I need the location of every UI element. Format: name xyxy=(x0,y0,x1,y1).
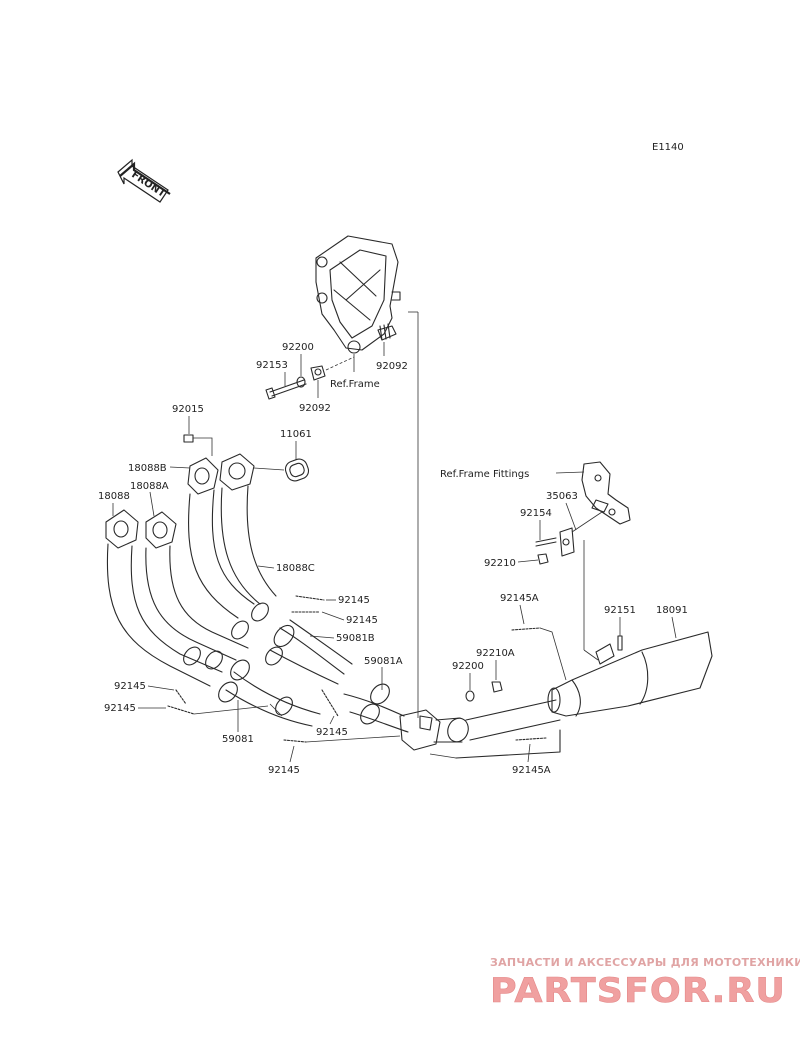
label-92200-top: 92200 xyxy=(282,342,314,353)
pipe-ends xyxy=(183,602,269,670)
bolt-92151 xyxy=(617,635,623,651)
watermark-logo: PARTSFOR.RU xyxy=(490,971,786,1011)
header-pipe-18088B xyxy=(188,489,255,619)
label-18088: 18088 xyxy=(98,491,130,502)
bracket-35063 xyxy=(559,527,575,557)
label-92151: 92151 xyxy=(604,605,636,616)
label-11061: 11061 xyxy=(280,429,312,440)
label-59081B: 59081B xyxy=(336,633,375,644)
joint-body xyxy=(399,709,469,751)
header-flange-18088C-top xyxy=(219,453,255,491)
collector-59081A xyxy=(343,683,409,733)
label-92092-a: 92092 xyxy=(376,361,408,372)
header-pipe-18088 xyxy=(106,543,223,687)
frame-fittings-bracket xyxy=(581,461,631,525)
label-92210: 92210 xyxy=(484,558,516,569)
frame-bracket xyxy=(315,235,401,354)
header-flange-18088 xyxy=(105,509,139,549)
header-flange-18088A xyxy=(145,511,177,549)
watermark-tagline: ЗАПЧАСТИ И АКСЕССУАРЫ ДЛЯ МОТОТЕХНИКИ xyxy=(490,956,800,969)
washer-92200-mid xyxy=(465,690,475,702)
label-92092-b: 92092 xyxy=(299,403,331,414)
label-92210A: 92210A xyxy=(476,648,515,659)
collector-59081B xyxy=(265,619,353,685)
label-92145-e: 92145 xyxy=(316,727,348,738)
label-92145-b: 92145 xyxy=(346,615,378,626)
label-35063: 35063 xyxy=(546,491,578,502)
collector-59081 xyxy=(218,659,321,727)
ref-frame-label: Ref.Frame xyxy=(330,379,380,390)
label-18091: 18091 xyxy=(656,605,688,616)
plug-92015 xyxy=(183,434,194,443)
label-92145-c: 92145 xyxy=(114,681,146,692)
label-59081: 59081 xyxy=(222,734,254,745)
label-92153: 92153 xyxy=(256,360,288,371)
diagram-code: E1140 xyxy=(652,142,684,153)
header-pipe-18088A xyxy=(145,545,249,661)
label-92145A-bot: 92145A xyxy=(512,765,551,776)
front-arrow-icon: FRONT xyxy=(117,158,171,203)
label-18088A: 18088A xyxy=(130,481,169,492)
springs xyxy=(167,595,547,743)
label-92015: 92015 xyxy=(172,404,204,415)
header-pipe-18088C xyxy=(220,485,277,605)
collar-92092 xyxy=(310,365,326,381)
label-92154: 92154 xyxy=(520,508,552,519)
ref-frame-fittings-label: Ref.Frame Fittings xyxy=(440,469,529,480)
label-92145A-top: 92145A xyxy=(500,593,539,604)
muffler-18091 xyxy=(547,631,713,717)
nut-92210A xyxy=(491,681,503,693)
header-flange-18088B xyxy=(187,457,219,495)
washer-92200-top xyxy=(296,376,306,388)
link-pipe xyxy=(429,699,561,759)
mount-bolt-92153 xyxy=(265,379,307,400)
spring-hooks xyxy=(193,627,567,743)
label-18088C: 18088C xyxy=(276,563,315,574)
label-18088B: 18088B xyxy=(128,463,167,474)
label-92145-f: 92145 xyxy=(268,765,300,776)
label-92200-mid: 92200 xyxy=(452,661,484,672)
nut-92210 xyxy=(537,553,549,565)
label-92145-d: 92145 xyxy=(104,703,136,714)
gasket-11061 xyxy=(284,458,310,482)
bolt-92154 xyxy=(535,537,557,547)
label-59081A: 59081A xyxy=(364,656,403,667)
label-92145-a: 92145 xyxy=(338,595,370,606)
